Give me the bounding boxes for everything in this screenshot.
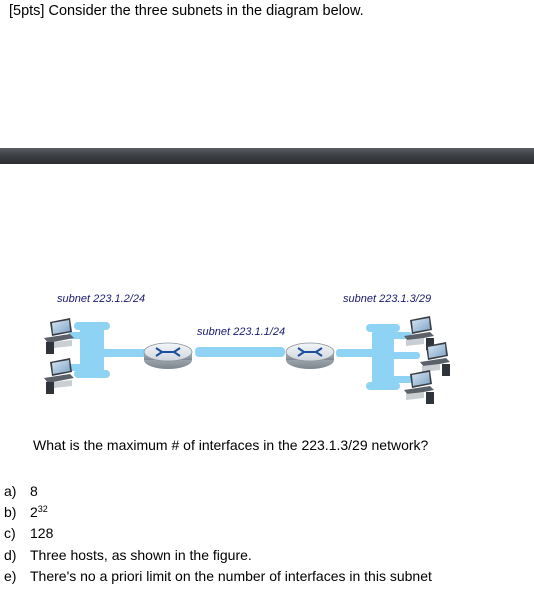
answer-options: a) 8 b) 232 c) 128 d) Three hosts, as sh… bbox=[4, 481, 432, 587]
subnet-label-middle: subnet 223.1.1/24 bbox=[197, 326, 286, 338]
divider-bar bbox=[0, 148, 534, 164]
computer-icon bbox=[44, 318, 74, 354]
left-subnet-link bbox=[68, 322, 148, 378]
middle-subnet-link bbox=[195, 347, 285, 357]
option-text: Three hosts, as shown in the figure. bbox=[30, 546, 252, 563]
network-diagram: subnet 223.1.2/24 subnet 223.1.3/29 subn… bbox=[0, 280, 534, 420]
question-header: [5pts] Consider the three subnets in the… bbox=[9, 3, 364, 19]
option-letter: c) bbox=[4, 525, 16, 542]
option-c: c) 128 bbox=[4, 523, 432, 544]
option-letter: d) bbox=[4, 546, 17, 563]
computer-icon bbox=[404, 316, 434, 350]
question-text: What is the maximum # of interfaces in t… bbox=[33, 437, 429, 453]
subnet-label-right: subnet 223.1.3/29 bbox=[343, 293, 432, 305]
router-icon bbox=[285, 342, 335, 369]
option-text: 232 bbox=[30, 502, 48, 523]
option-b: b) 232 bbox=[4, 502, 432, 523]
option-a: a) 8 bbox=[4, 481, 432, 502]
option-text: 8 bbox=[30, 483, 38, 499]
option-letter: b) bbox=[4, 504, 17, 521]
subnet-label-left: subnet 223.1.2/24 bbox=[57, 293, 146, 305]
option-text: There's no a priori limit on the number … bbox=[30, 567, 432, 584]
option-base: 2 bbox=[30, 504, 38, 521]
computer-icon bbox=[420, 342, 450, 376]
option-text: 128 bbox=[30, 525, 54, 542]
option-exponent: 32 bbox=[37, 504, 48, 515]
router-icon bbox=[143, 342, 193, 369]
option-letter: a) bbox=[4, 483, 17, 499]
network-diagram-svg bbox=[44, 316, 450, 404]
right-subnet-link bbox=[336, 324, 420, 390]
option-letter: e) bbox=[4, 567, 17, 584]
option-e: e) There's no a priori limit on the numb… bbox=[4, 566, 432, 587]
option-d: d) Three hosts, as shown in the figure. bbox=[4, 545, 432, 566]
computer-icon bbox=[44, 358, 74, 394]
computer-icon bbox=[404, 370, 434, 404]
